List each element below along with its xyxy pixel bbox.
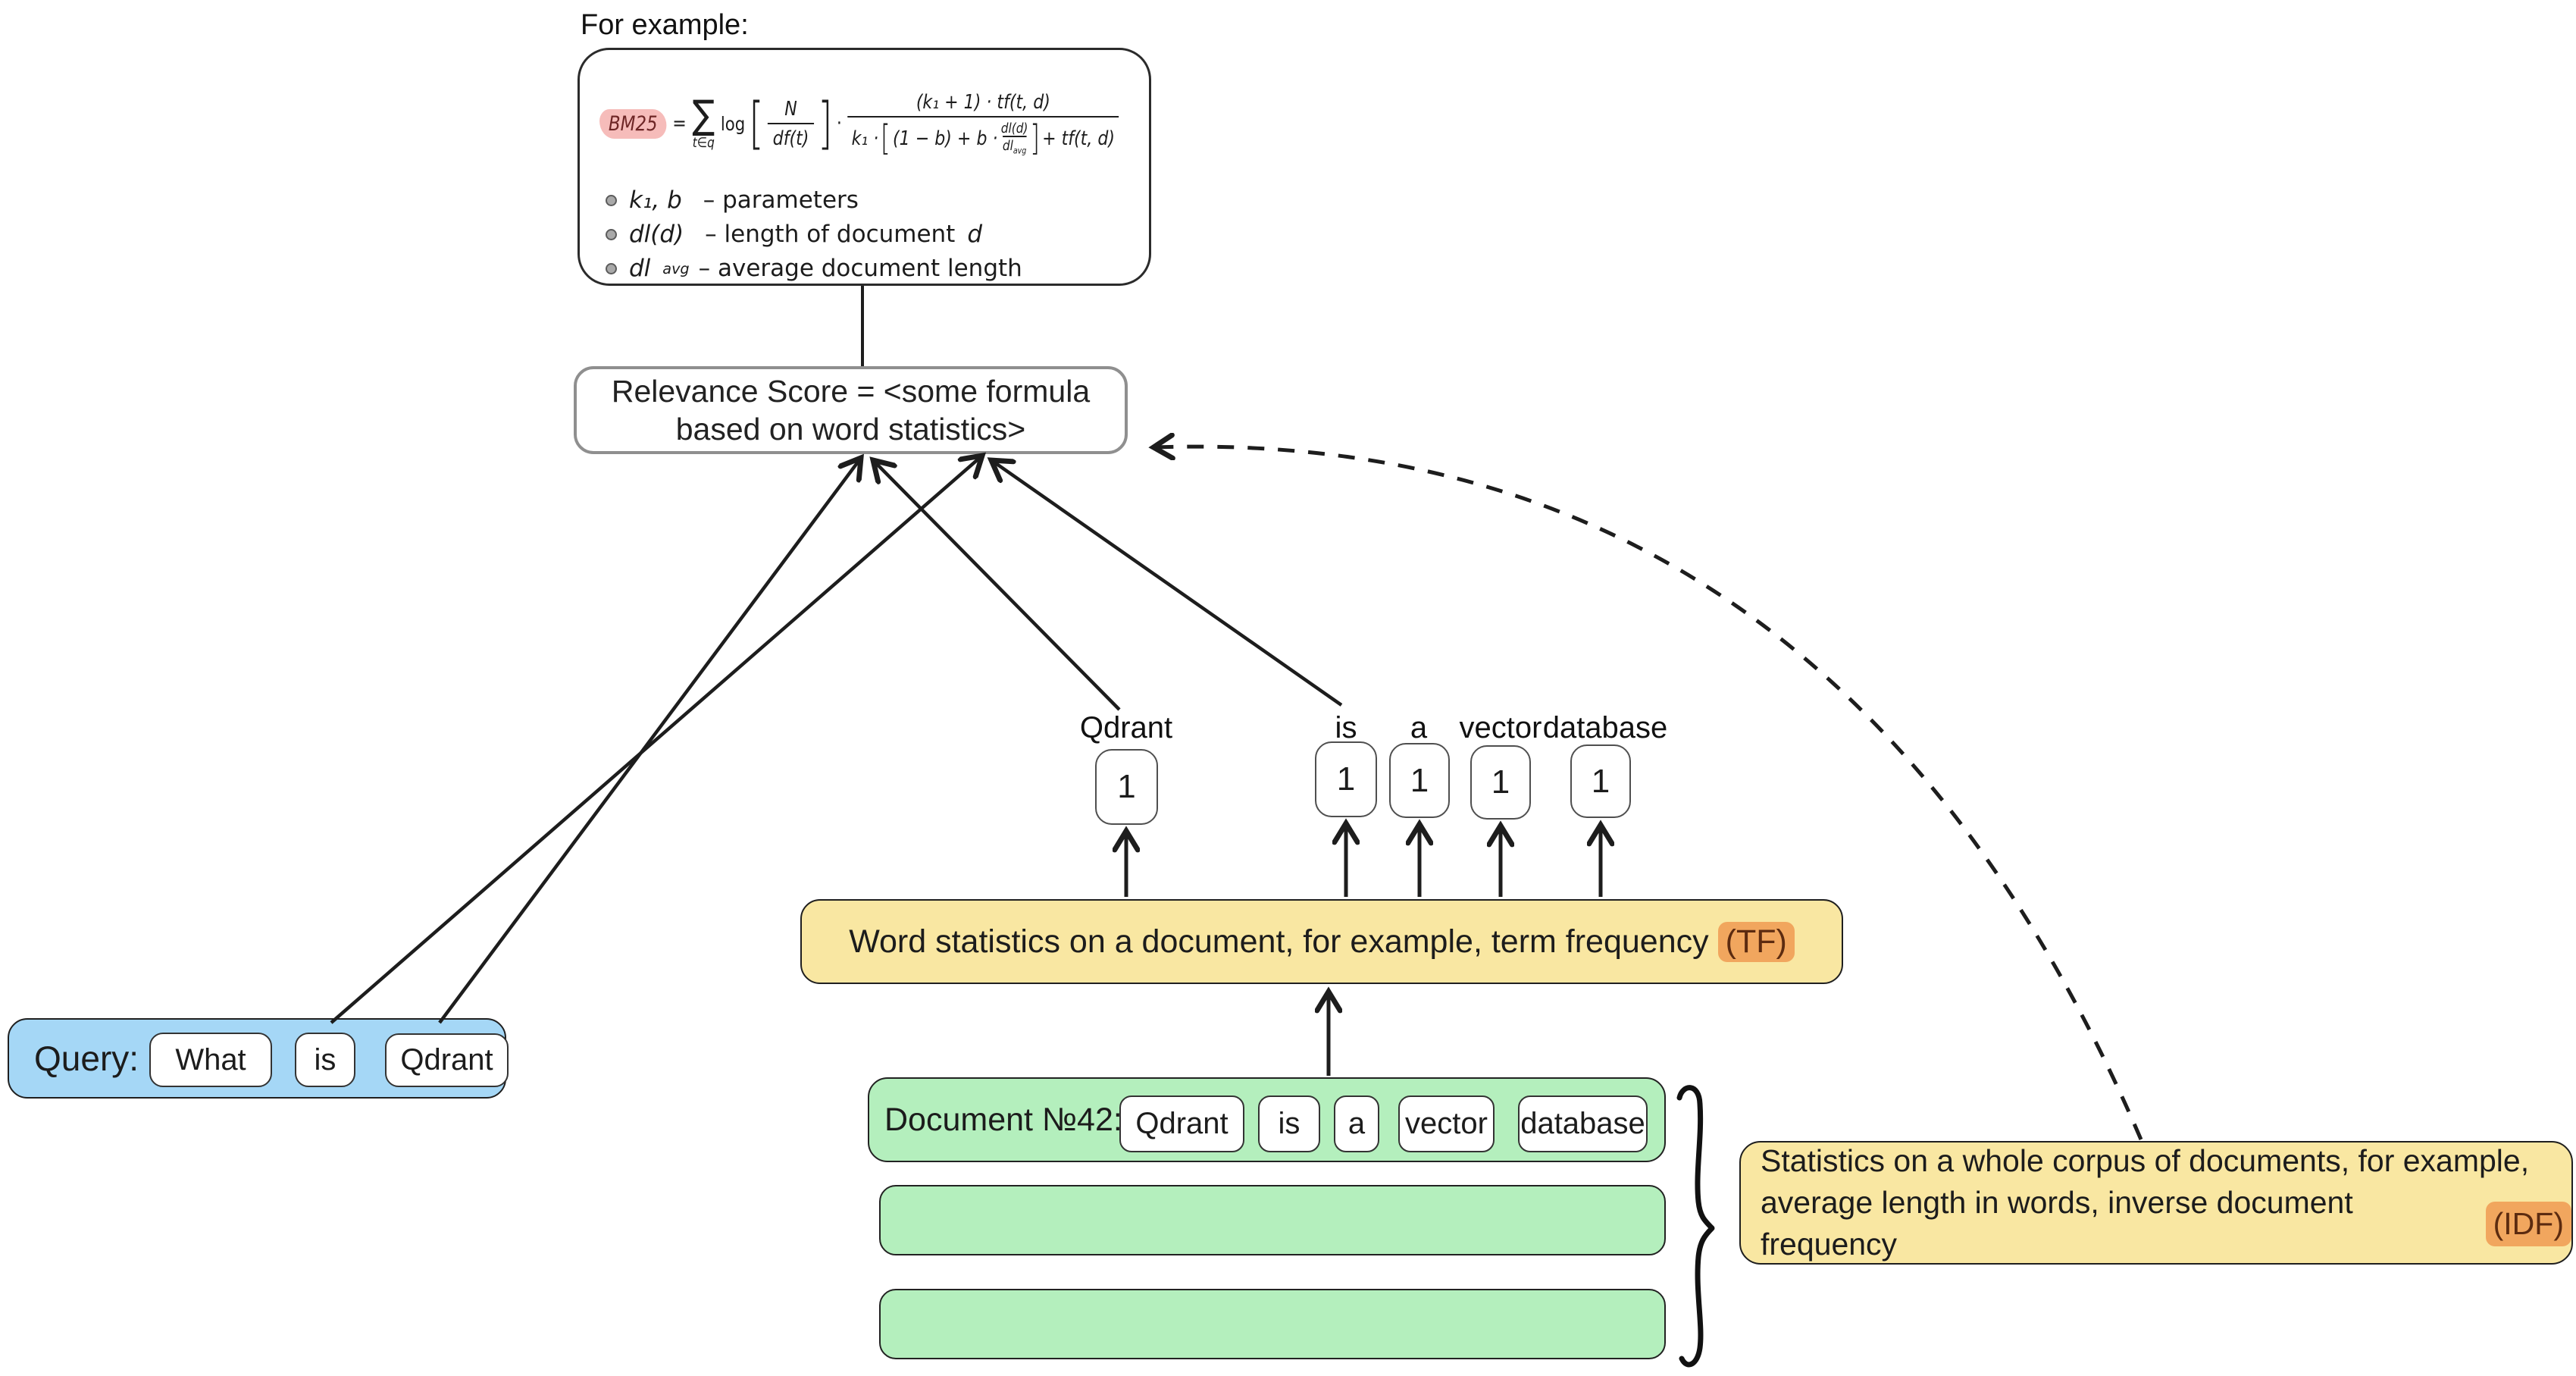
idf-highlight: (IDF) [2485, 1201, 2571, 1246]
legend-math-sub: avg [662, 259, 690, 277]
word-label-qdrant: Qdrant [1079, 711, 1173, 744]
idf-denominator: df(t) [767, 122, 815, 150]
bm25-formula: BM25 = ∑ t∈q log [ N df(t) ] · (k₁ + 1) … [599, 67, 1119, 180]
count-box-vector: 1 [1470, 745, 1531, 820]
document-label: Document №42: [884, 1101, 1122, 1138]
formula-legend: k₁, b – parameters dl(d) – length of doc… [606, 186, 1034, 282]
doc-token-qdrant: Qdrant [1119, 1095, 1244, 1152]
dl-denominator: dlavg [1002, 136, 1027, 157]
dl-sub: avg [1013, 146, 1027, 157]
tf-text: Word statistics on a document, for examp… [849, 923, 1709, 960]
word-label-a: a [1410, 711, 1428, 744]
log-operator: log [720, 112, 746, 135]
bm25-term-highlighted: BM25 [599, 108, 667, 139]
relevance-score-box: Relevance Score = <some formula based on… [574, 366, 1128, 454]
document-box-empty [879, 1185, 1666, 1255]
doc-token-vector: vector [1398, 1095, 1495, 1152]
for-example-label: For example: [581, 9, 749, 41]
doc-token-is: is [1258, 1095, 1320, 1152]
legend-text: – length of document [705, 221, 956, 248]
summation: ∑ t∈q [692, 92, 715, 152]
query-box: Query: What is Qdrant [8, 1018, 509, 1099]
legend-text: – average document length [698, 255, 1022, 282]
doc-token-database: database [1518, 1095, 1648, 1152]
legend-math: dl(d) [629, 221, 684, 248]
cdot-operator: · [836, 112, 842, 135]
idf-text: average length in words, inverse documen… [1761, 1185, 2353, 1262]
sigma-icon: ∑ [692, 92, 715, 138]
idf-line2: average length in words, inverse documen… [1761, 1182, 2571, 1265]
legend-math2: d [967, 221, 983, 248]
arrow-query-qdrant-to-relevance [438, 458, 861, 1024]
dl-numerator: dl(d) [1000, 120, 1028, 136]
bullet-icon [606, 262, 617, 274]
idf-line1: Statistics on a whole corpus of document… [1761, 1143, 2530, 1178]
tf-highlight: (TF) [1717, 921, 1795, 962]
relevance-line2: based on word statistics> [675, 412, 1026, 447]
doc-token-a: a [1334, 1095, 1379, 1152]
query-token-qdrant: Qdrant [385, 1033, 509, 1087]
query-token-is: is [295, 1033, 355, 1087]
curly-brace [1676, 1085, 1715, 1368]
count-box-is: 1 [1315, 741, 1377, 817]
legend-math: dl [629, 255, 651, 282]
query-label: Query: [34, 1039, 139, 1078]
den-tail: + tf(t, d) [1042, 127, 1116, 150]
dl-fraction: dl(d) dlavg [1001, 121, 1028, 157]
sigma-subscript: t∈q [692, 135, 715, 152]
tf-statistics-box: Word statistics on a document, for examp… [800, 899, 1843, 984]
query-token-what: What [149, 1033, 272, 1087]
word-label-vector: vector [1459, 711, 1542, 744]
arrow-word-is-to-relevance [991, 460, 1343, 707]
bullet-icon [606, 194, 617, 206]
tf-denominator: k₁ · [ (1 − b) + b · dl(d) dlavg ] + tf(… [847, 115, 1119, 159]
den-middle: (1 − b) + b · [892, 127, 998, 150]
legend-text: – parameters [703, 186, 859, 214]
den-right-bracket: ] [1030, 118, 1041, 159]
dl-base: dl [1002, 138, 1013, 155]
document-box-empty [879, 1289, 1666, 1359]
den-k1: k₁ · [851, 127, 879, 150]
legend-item: dl(d) – length of document d [606, 221, 1034, 248]
count-box-a: 1 [1389, 743, 1450, 818]
count-box-database: 1 [1570, 744, 1631, 818]
count-box-qdrant: 1 [1095, 749, 1158, 825]
left-bracket: [ [749, 90, 764, 156]
dashed-arrow-idf-to-relevance [1153, 447, 2143, 1140]
idf-fraction: N df(t) [767, 97, 815, 150]
bm25-formula-card: BM25 = ∑ t∈q log [ N df(t) ] · (k₁ + 1) … [577, 48, 1151, 286]
legend-math: k₁, b [629, 186, 682, 214]
bullet-icon [606, 228, 617, 240]
legend-item: k₁, b – parameters [606, 186, 1034, 214]
idf-numerator: N [784, 97, 797, 121]
relevance-line1: Relevance Score = <some formula [611, 374, 1091, 409]
right-bracket: ] [818, 90, 833, 156]
document-box: Document №42: Qdrant is a vector databas… [868, 1077, 1666, 1162]
word-label-database: database [1542, 711, 1668, 744]
tf-numerator: (k₁ + 1) · tf(t, d) [916, 90, 1050, 114]
equals-sign: = [672, 112, 687, 135]
word-label-is: is [1335, 711, 1357, 744]
arrow-word-qdrant-to-relevance [873, 460, 1121, 711]
idf-statistics-box: Statistics on a whole corpus of document… [1739, 1141, 2573, 1265]
den-left-bracket: [ [881, 118, 891, 159]
tf-fraction: (k₁ + 1) · tf(t, d) k₁ · [ (1 − b) + b ·… [847, 90, 1119, 159]
